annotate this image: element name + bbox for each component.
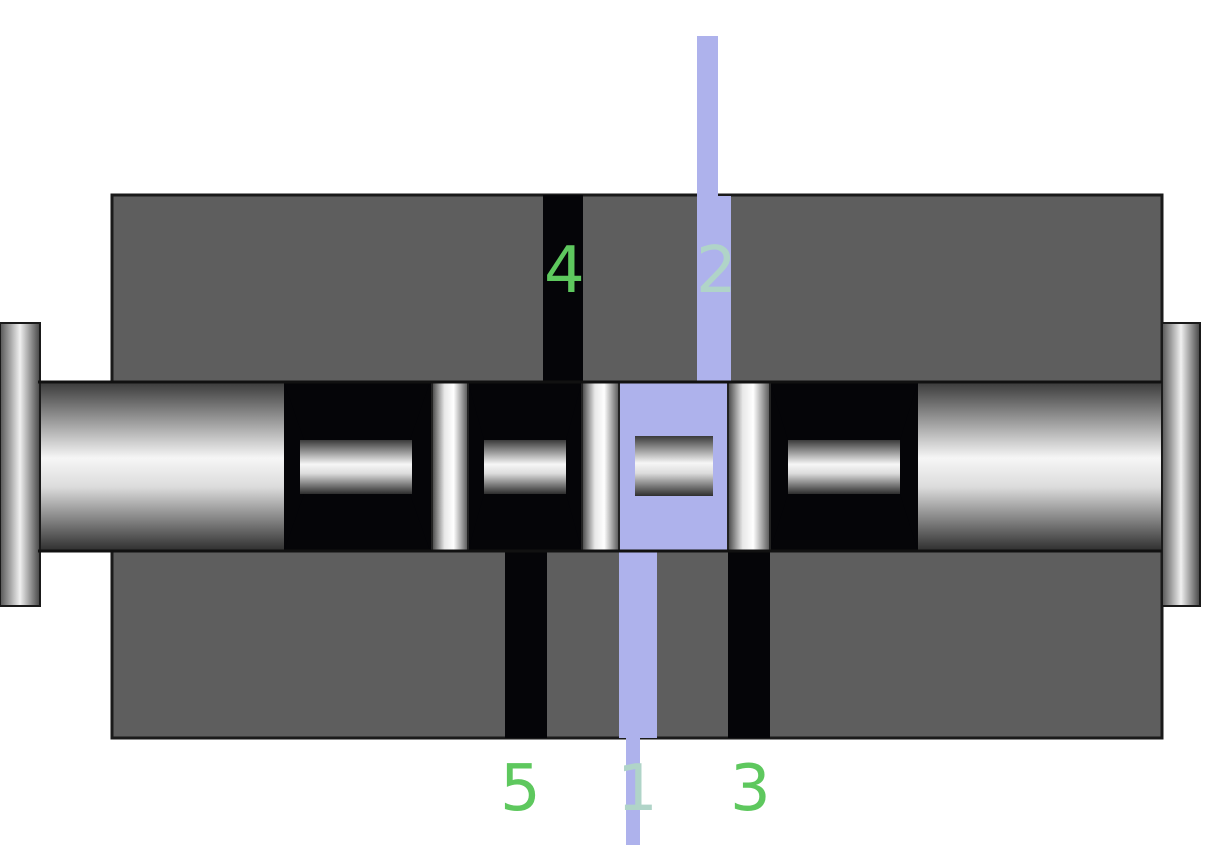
port-label-2: 2 [696,234,737,308]
port-label-1: 1 [617,752,658,826]
valve-body-upper [110,193,1164,384]
left-rod [38,382,284,551]
port-label-4: 4 [544,234,585,308]
left-end-cap [0,322,41,607]
right-end-cap [1161,322,1201,607]
spool-lands [431,381,771,552]
port-label-3: 3 [730,752,771,826]
right-rod [918,382,1162,551]
spool-necks [284,382,918,551]
channel-port-3 [728,548,770,738]
channel-port-4 [543,195,583,385]
port-label-5: 5 [500,752,541,826]
channel-port-5 [505,548,547,738]
